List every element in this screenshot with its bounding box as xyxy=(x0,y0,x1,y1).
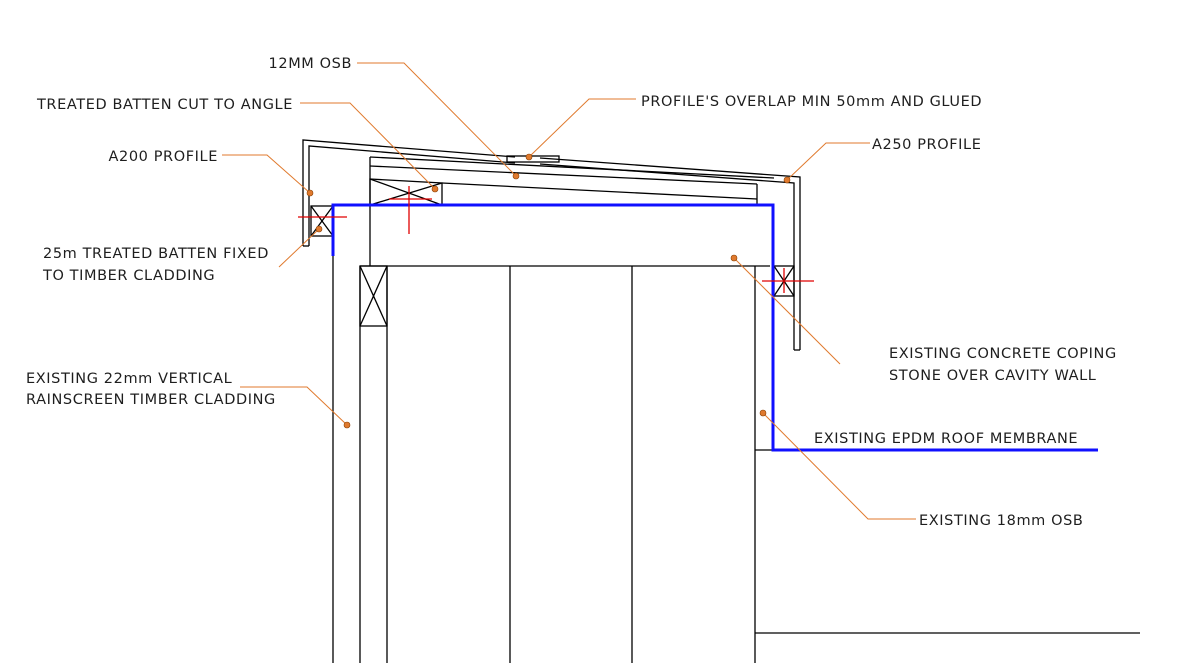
label-osb-12mm: 12MM OSB xyxy=(269,56,352,72)
label-profile-overlap: PROFILE'S OVERLAP MIN 50mm AND GLUED xyxy=(641,94,982,110)
batten-fixed-to-cladding xyxy=(310,205,334,237)
label-cladding-line1: EXISTING 22mm VERTICAL xyxy=(26,371,232,387)
wall-structure xyxy=(332,206,1140,663)
label-a250-profile: A250 PROFILE xyxy=(872,137,982,153)
fixing-cross-right xyxy=(762,268,814,293)
fixing-cross-batten xyxy=(389,186,432,234)
label-coping-line2: STONE OVER CAVITY WALL xyxy=(889,368,1096,384)
label-epdm: EXISTING EPDM ROOF MEMBRANE xyxy=(814,431,1078,447)
vertical-batten-cross-section xyxy=(359,265,388,327)
label-coping-line1: EXISTING CONCRETE COPING xyxy=(889,346,1117,362)
label-cladding-line2: RAINSCREEN TIMBER CLADDING xyxy=(26,392,276,408)
a250-profile-right xyxy=(539,157,801,351)
label-osb-18mm: EXISTING 18mm OSB xyxy=(919,513,1083,529)
label-batten-fixed-line1: 25m TREATED BATTEN FIXED xyxy=(43,246,269,262)
label-a200-profile: A200 PROFILE xyxy=(109,149,219,165)
epdm-membrane-line xyxy=(331,203,1098,452)
annotations: 12MM OSB TREATED BATTEN CUT TO ANGLE PRO… xyxy=(26,56,1117,529)
osb-12mm-board xyxy=(441,182,758,200)
label-treated-batten-angle: TREATED BATTEN CUT TO ANGLE xyxy=(36,97,293,113)
label-batten-fixed-line2: TO TIMBER CLADDING xyxy=(42,268,215,284)
leader-dots xyxy=(306,153,791,429)
angled-batten xyxy=(369,178,443,206)
coping-stone xyxy=(369,156,775,266)
a200-profile-left xyxy=(302,139,516,247)
leader-lines xyxy=(222,62,916,520)
